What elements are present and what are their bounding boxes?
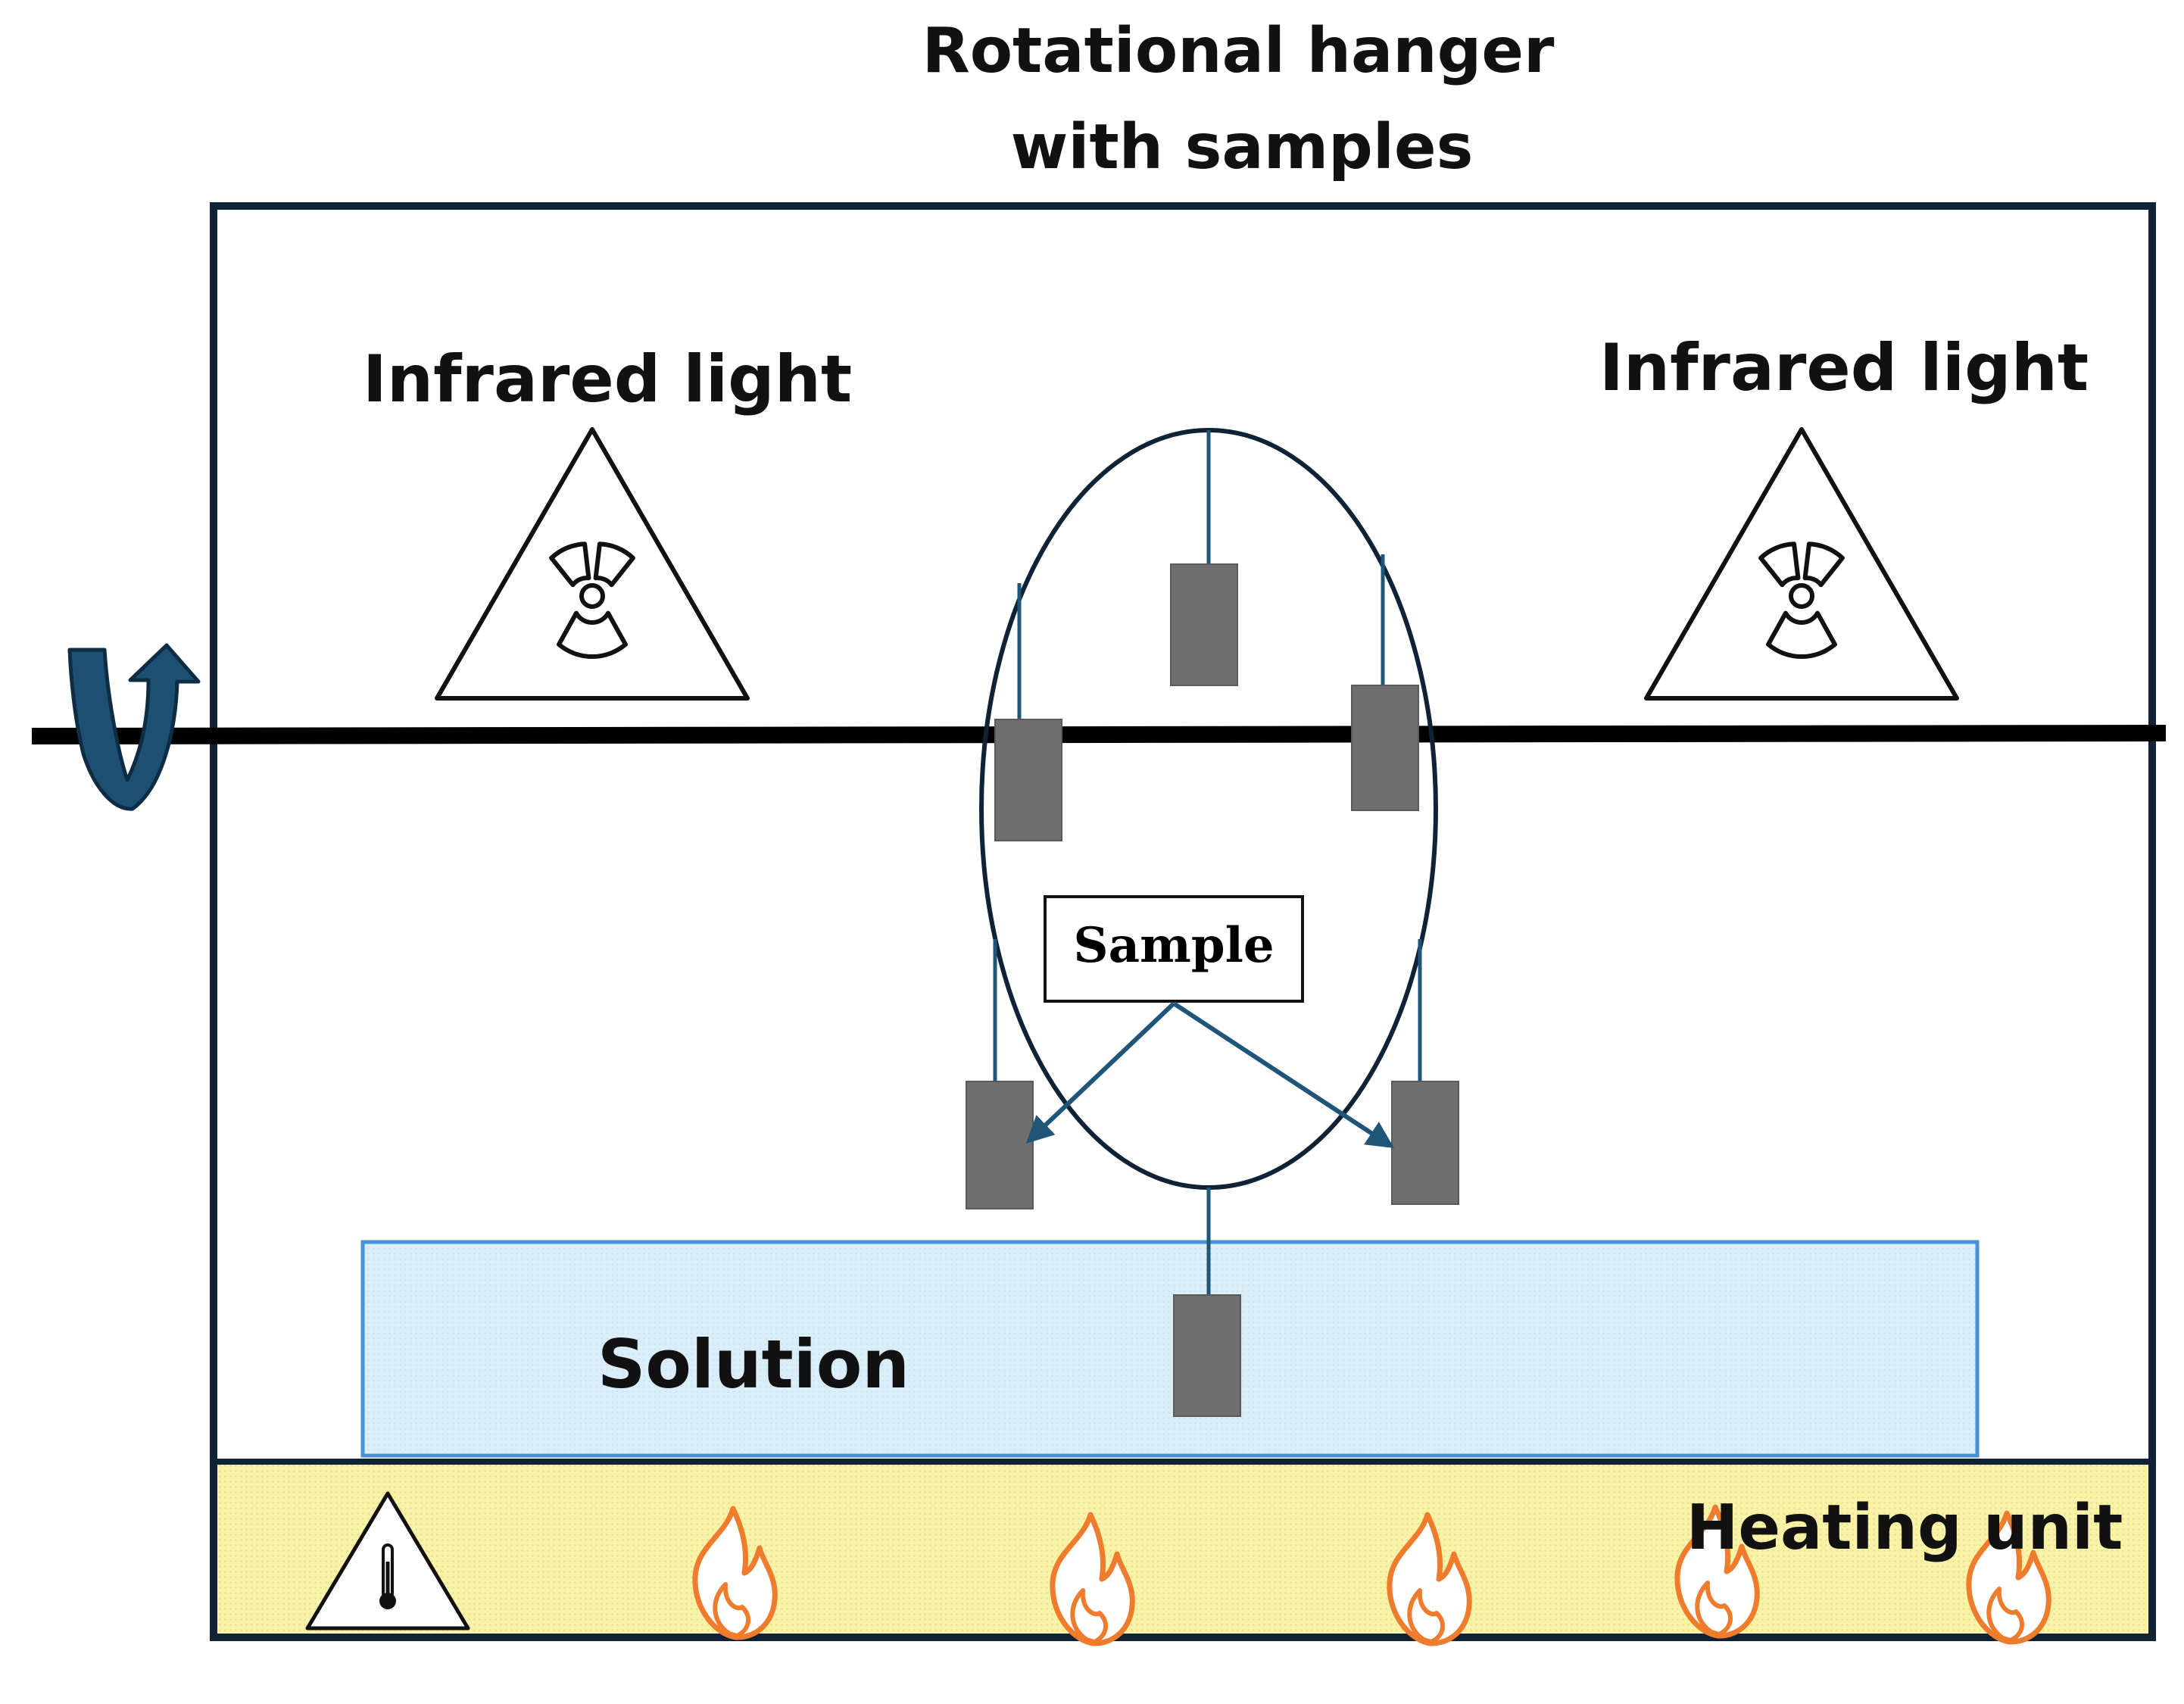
sample-block — [1170, 563, 1238, 686]
radiation-warning-icon — [437, 429, 747, 698]
chamber-frame — [210, 202, 2156, 1641]
infrared-light-left-label: Infrared light — [363, 342, 852, 417]
heating-unit — [211, 1459, 2155, 1640]
sample-block — [994, 719, 1062, 841]
sample-pointer-arrow-right — [1172, 1001, 1395, 1148]
radiation-warning-icon — [1646, 429, 1957, 698]
sample-pointer-arrow-left — [1025, 1001, 1176, 1144]
hanger-wires — [993, 430, 1422, 1295]
sample-label: Sample — [1073, 917, 1274, 974]
temperature-warning-icon — [305, 1491, 470, 1631]
infrared-light-right-label: Infrared light — [1599, 330, 2089, 406]
title-line-2: with samples — [1011, 111, 1474, 183]
rotating-rod — [31, 725, 2167, 744]
sample-block — [1391, 1081, 1459, 1205]
sample-block — [966, 1081, 1034, 1209]
sample-block — [1173, 1294, 1241, 1417]
solution-bath — [360, 1240, 1980, 1458]
title-line-1: Rotational hanger — [922, 15, 1555, 87]
heating-unit-label: Heating unit — [1686, 1492, 2123, 1564]
sample-blocks — [966, 563, 1459, 1417]
solution-label: Solution — [597, 1325, 909, 1403]
rotation-arrow-icon — [67, 643, 201, 811]
sample-label-box — [1044, 895, 1304, 1003]
sample-block — [1351, 685, 1419, 811]
